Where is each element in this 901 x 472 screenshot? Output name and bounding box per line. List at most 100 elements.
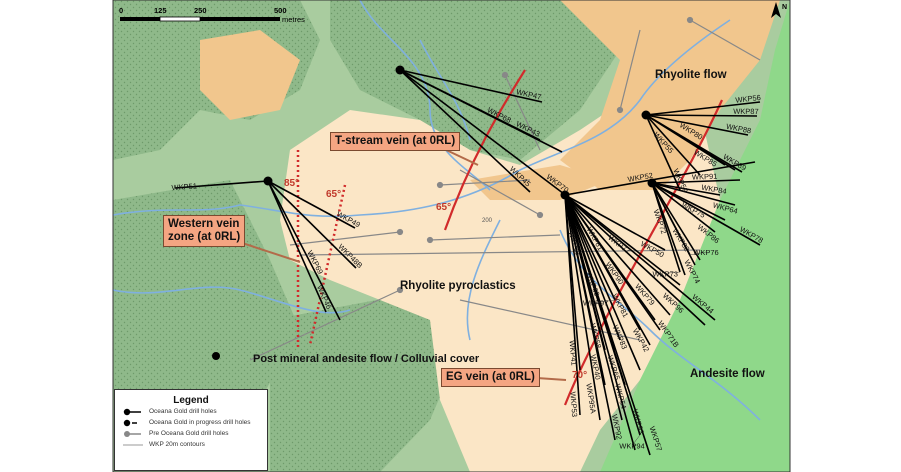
legend-item-label: Oceana Gold drill holes (149, 408, 217, 415)
scale-tick: 500 (274, 6, 287, 15)
drill-hole-label: WKP76 (693, 248, 718, 257)
dip-angle: 65° (436, 202, 451, 213)
drill-hole-label: WKP73 (652, 269, 677, 278)
drill-hole-trace (651, 182, 721, 196)
drill-hole-trace (267, 180, 357, 269)
dotted-andesite-n (330, 0, 620, 160)
drill-hole-trace (399, 69, 563, 153)
scale-tick: 250 (194, 6, 207, 15)
drill-hole-trace (564, 194, 621, 341)
drill-hole-trace (645, 101, 761, 116)
drill-hole-trace (651, 182, 761, 246)
drill-hole-label: WKP87 (733, 107, 759, 116)
drill-hole-trace (564, 194, 666, 251)
drill-hole-label: WKP41 (567, 340, 578, 366)
drill-hole-label: WKP84 (701, 183, 728, 196)
drill-collar-marker (395, 65, 405, 75)
drill-hole-trace (174, 180, 269, 189)
drill-hole-trace (651, 182, 691, 256)
rhyolite-pyroclastics-label: Rhyolite pyroclastics (400, 280, 516, 292)
drill-hole-trace (645, 114, 758, 117)
drill-hole-label: WKP51 (171, 181, 197, 192)
drill-hole-trace (564, 194, 716, 321)
legend-title: Legend (173, 395, 209, 406)
drill-hole-trace (564, 194, 631, 311)
dip-angle: 85° (284, 178, 299, 189)
drill-hole-trace (564, 194, 706, 326)
drill-hole-trace (645, 114, 726, 166)
label-leader (595, 299, 616, 303)
map-frame (112, 0, 791, 472)
legend-item-label: Pre Oceana Gold drill holes (149, 430, 229, 437)
legend: Legend Oceana Gold drill holes Oceana Go… (114, 389, 268, 471)
drill-hole-trace (267, 180, 341, 321)
drill-hole-trace (651, 179, 741, 184)
drill-hole-trace (564, 194, 581, 416)
scale-unit: metres (282, 15, 305, 24)
in-progress-hole-icon (123, 419, 145, 427)
western-vein-2 (308, 184, 347, 346)
legend-item: Oceana Gold in progress drill holes (123, 417, 267, 428)
legend-item: Pre Oceana Gold drill holes (123, 428, 267, 439)
contour-label: 200 (482, 218, 493, 224)
drill-hole-label: WKP91 (692, 172, 718, 182)
drill-hole-label: WKP94 (619, 442, 644, 451)
drill-hole-label: WKP53 (568, 391, 579, 417)
drill-hole-traces (174, 65, 761, 456)
scale-bar: 0 125 250 500 metres (119, 6, 305, 24)
drill-collar-marker (263, 176, 273, 186)
scale-tick: 125 (154, 6, 167, 15)
label-leader (689, 251, 707, 256)
western-vein-callout: Western vein zone (at 0RL) (163, 215, 246, 247)
drill-hole-trace (645, 114, 681, 191)
drill-collar-marker (560, 190, 570, 200)
drill-hole-label: WKP52 (627, 171, 654, 184)
scale-tick: 0 (119, 6, 123, 15)
drill-hole-trace (399, 69, 573, 201)
rhyolite-flow-label: Rhyolite flow (655, 69, 727, 81)
drill-hole-trace (564, 194, 661, 331)
drill-hole-trace (564, 194, 641, 436)
drill-hole-trace (564, 194, 641, 371)
western-vein-callout-line2: zone (at 0RL) (168, 231, 241, 243)
drill-hole-trace (564, 194, 681, 286)
drill-hole-trace (564, 194, 671, 316)
drill-hole-trace (564, 161, 756, 196)
legend-item: Oceana Gold drill holes (123, 406, 267, 417)
andesite-flow-label: Andesite flow (690, 368, 765, 380)
drill-hole-trace (267, 180, 356, 229)
legend-item-label: Oceana Gold in progress drill holes (149, 419, 251, 426)
collar-marker (212, 352, 220, 360)
andesite-flow-area (600, 0, 790, 472)
drill-hole-trace (651, 182, 716, 233)
drill-hole-trace (651, 182, 701, 261)
north-label: N (782, 4, 787, 11)
drill-hole-trace (564, 194, 636, 451)
rhyolite-flow-area (560, 0, 780, 190)
post-mineral-label: Post mineral andesite flow / Colluvial c… (253, 353, 480, 365)
legend-item-label: WKP 20m contours (149, 441, 205, 448)
pre-oceana-hole-icon (123, 430, 145, 438)
t-stream-vein-callout: T-stream vein (at 0RL) (330, 132, 461, 151)
western-vein-callout-line1: Western vein (168, 218, 240, 230)
drill-hole-trace (651, 182, 736, 206)
drill-hole-trace (399, 69, 543, 103)
t-stream-vein (443, 69, 526, 231)
rhyolite-pyroclastics-nw (200, 30, 300, 120)
drill-hole-trace (564, 194, 616, 441)
drill-hole-trace (645, 114, 749, 136)
drill-hole-label: WKP97 (583, 299, 608, 308)
dotted-andesite-sw (270, 290, 460, 472)
rhyolite-flow-2 (470, 165, 610, 200)
callout-leader (536, 377, 567, 381)
contour-line-icon (123, 441, 145, 449)
dip-angle: 70° (572, 370, 587, 381)
legend-item: WKP 20m contours (123, 439, 267, 450)
dip-angle: 65° (326, 189, 341, 200)
dotted-andesite-w (113, 180, 300, 400)
drill-hole-trace (399, 69, 531, 193)
drill-hole-icon (123, 408, 145, 416)
drill-hole-trace (651, 182, 681, 273)
drill-hole-trace (267, 180, 327, 313)
drill-collar-marker (641, 110, 651, 120)
